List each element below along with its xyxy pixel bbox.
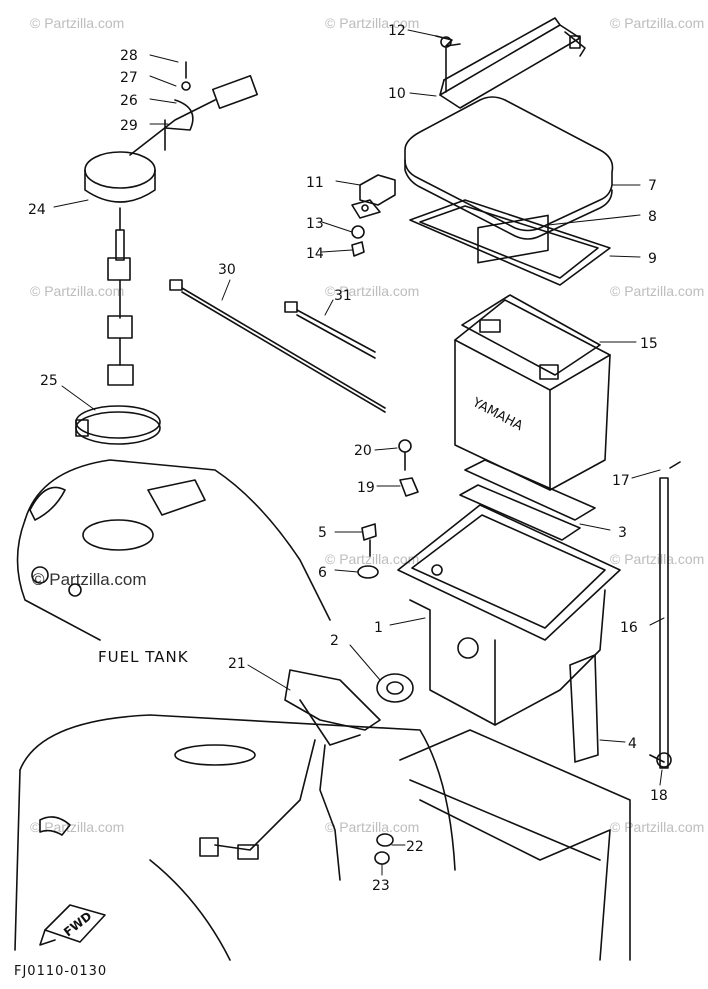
fwd-label: FWD <box>61 909 94 939</box>
callout-3: 3 <box>618 525 627 541</box>
diagram-code: FJ0110-0130 <box>14 964 107 979</box>
grommet <box>376 673 414 703</box>
watermark-prominent: © Partzilla.com <box>32 570 147 589</box>
callout-19: 19 <box>357 480 375 496</box>
screw <box>398 439 412 471</box>
cover-seal <box>409 199 611 286</box>
callout-17: 17 <box>612 473 630 489</box>
callout-25: 25 <box>40 373 58 389</box>
forward-arrow-icon <box>39 904 106 946</box>
callout-9: 9 <box>648 251 657 267</box>
watermark: © Partzilla.com <box>325 15 419 31</box>
hose-clamp <box>649 752 672 768</box>
callout-8: 8 <box>648 209 657 225</box>
callout-6: 6 <box>318 565 327 581</box>
watermark: © Partzilla.com <box>325 283 419 299</box>
watermark: © Partzilla.com <box>30 283 124 299</box>
watermark: © Partzilla.com <box>610 551 704 567</box>
wing-bolt <box>435 35 461 93</box>
battery-band-bracket <box>439 17 586 109</box>
watermark: © Partzilla.com <box>30 819 124 835</box>
watermark: © Partzilla.com <box>610 15 704 31</box>
cable-tie <box>169 279 386 413</box>
callout-16: 16 <box>620 620 638 636</box>
fuel-tank-caption: FUEL TANK <box>98 648 189 666</box>
callout-20: 20 <box>354 443 372 459</box>
callout-26: 26 <box>120 93 138 109</box>
callout-12: 12 <box>388 23 406 39</box>
callout-11: 11 <box>306 175 324 191</box>
callout-5: 5 <box>318 525 327 541</box>
callout-14: 14 <box>306 246 324 262</box>
battery-pad <box>464 459 596 521</box>
washer <box>357 565 379 579</box>
fuel-sender-unit <box>84 151 156 386</box>
callout-28: 28 <box>120 48 138 64</box>
washer <box>181 81 191 91</box>
callout-10: 10 <box>388 86 406 102</box>
callout-22: 22 <box>406 839 424 855</box>
fuel-gauge <box>199 669 381 881</box>
watermark: © Partzilla.com <box>30 15 124 31</box>
watermark: © Partzilla.com <box>610 283 704 299</box>
battery-cover <box>404 96 614 240</box>
battery <box>454 294 611 491</box>
nut <box>374 851 390 865</box>
callout-13: 13 <box>306 216 324 232</box>
bolt <box>361 523 377 557</box>
watermark: © Partzilla.com <box>610 819 704 835</box>
vent-hose <box>659 461 681 769</box>
watermarks: © Partzilla.com © Partzilla.com © Partzi… <box>30 15 704 835</box>
clamp <box>399 477 419 497</box>
cable-tie <box>284 301 376 359</box>
battery-pad <box>459 484 581 541</box>
callout-27: 27 <box>120 70 138 86</box>
stay <box>569 654 599 763</box>
watermark: © Partzilla.com <box>325 551 419 567</box>
callout-30: 30 <box>218 262 236 278</box>
hose-clamp-large <box>75 405 161 445</box>
callout-21: 21 <box>228 656 246 672</box>
fuel-tank <box>16 459 331 641</box>
watermark: © Partzilla.com <box>325 819 419 835</box>
callout-1: 1 <box>374 620 383 636</box>
callout-2: 2 <box>330 633 339 649</box>
bracket <box>351 174 396 257</box>
callout-24: 24 <box>28 202 46 218</box>
battery-box <box>397 504 621 726</box>
callout-4: 4 <box>628 736 637 752</box>
hull <box>14 714 631 961</box>
callout-18: 18 <box>650 788 668 804</box>
callout-15: 15 <box>640 336 658 352</box>
brand-label: YAMAHA <box>469 395 525 434</box>
callout-23: 23 <box>372 878 390 894</box>
washer <box>376 833 394 847</box>
callout-31: 31 <box>334 288 352 304</box>
callouts: 28 27 26 29 24 25 30 31 12 10 11 13 14 7… <box>28 23 668 894</box>
leader-lines <box>53 29 665 876</box>
callout-29: 29 <box>120 118 138 134</box>
callout-7: 7 <box>648 178 657 194</box>
sender-wire <box>129 74 259 156</box>
